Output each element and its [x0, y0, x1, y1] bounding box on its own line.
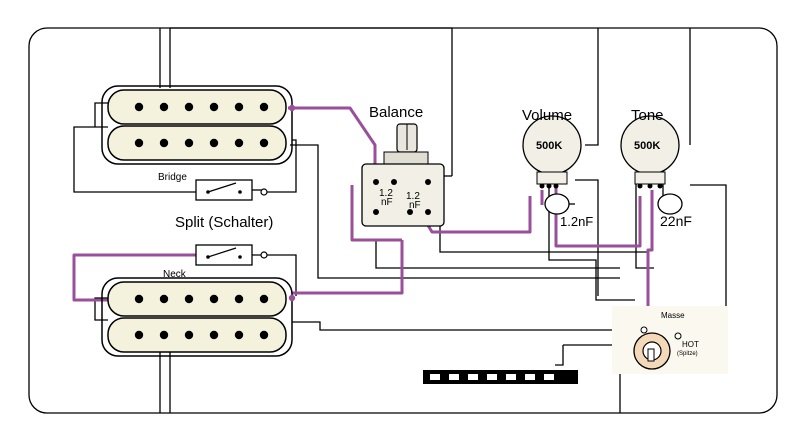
balance-label: Balance	[369, 104, 423, 121]
balance-lugs	[373, 179, 431, 215]
balance-cap-left-b: nF	[381, 197, 393, 208]
neck-pickup	[101, 277, 293, 357]
output-jack	[612, 306, 728, 374]
tone-pot	[620, 115, 680, 189]
tone-cap-label: 22nF	[660, 213, 692, 229]
bridge-label: Bridge	[158, 172, 187, 183]
volume-cap	[544, 193, 575, 215]
volume-cap-label: 1.2nF	[560, 214, 593, 229]
neck-pole-pieces	[134, 294, 269, 340]
spitze-label: (Spitze)	[677, 351, 698, 357]
tone-label: Tone	[631, 107, 664, 124]
bridge-pole-pieces	[134, 102, 269, 148]
hot-label: HOT	[682, 340, 699, 349]
neck-label: Neck	[163, 269, 187, 280]
bridge-pickup	[101, 85, 293, 165]
balance-pot	[361, 123, 445, 227]
split-switch-neck	[195, 244, 268, 266]
tone-cap	[657, 193, 683, 215]
volume-pot	[522, 115, 582, 189]
terminal-strip	[423, 370, 578, 384]
balance-cap-right-b: nF	[409, 200, 421, 211]
balance-cap-left-a: 1.2	[379, 188, 393, 199]
volume-label: Volume	[522, 107, 572, 124]
masse-label: Masse	[661, 311, 685, 320]
split-label: Split (Schalter)	[175, 214, 273, 231]
volume-value: 500K	[536, 140, 562, 152]
solder-points	[288, 104, 296, 302]
tone-value: 500K	[634, 140, 660, 152]
split-switch-bridge	[195, 179, 268, 201]
balance-cap-right-a: 1.2	[406, 191, 420, 202]
